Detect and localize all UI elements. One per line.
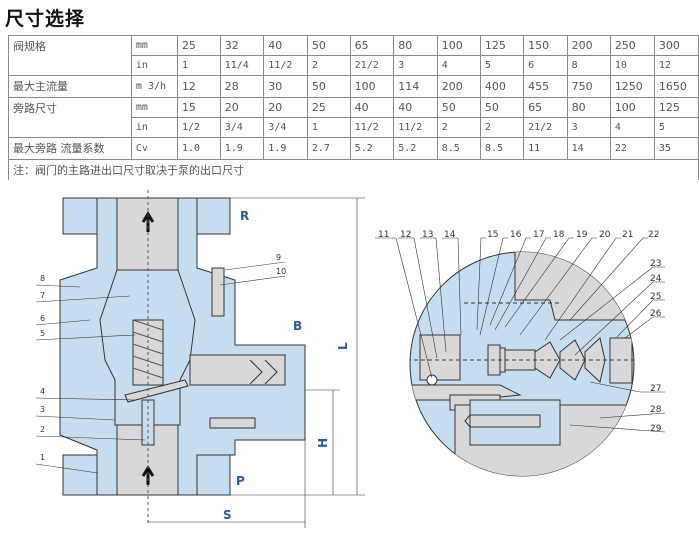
value-cell: 40: [349, 97, 395, 118]
part-number-label: 23: [650, 259, 661, 269]
part-number-label: 5: [40, 329, 45, 338]
part-number-label: 2: [40, 425, 45, 434]
part-number-label: 11: [378, 230, 389, 240]
value-cell: 400: [479, 75, 525, 98]
part-number-label: 25: [650, 292, 661, 302]
table-note: 注：阀门的主路进出口尺寸取决于泵的出口尺寸: [8, 159, 699, 180]
part-number-label: 12: [400, 230, 411, 240]
part-number-label: 13: [422, 230, 433, 240]
unit-cell: Cv: [130, 137, 178, 160]
part-number-label: 10: [276, 267, 286, 276]
part-number-label: 24: [650, 274, 662, 284]
part-number-label: 6: [40, 314, 45, 323]
value-cell: 2.7: [306, 137, 351, 160]
value-cell: 20: [263, 97, 308, 118]
part-number-label: 3: [40, 405, 45, 414]
bypass-detail-drawing: [375, 237, 666, 477]
value-cell: 1.0: [176, 137, 221, 160]
part-number-label: 8: [40, 274, 45, 283]
part-number-label: 9: [276, 253, 281, 262]
row-label: 最大旁路 流量系数: [8, 137, 132, 160]
dim-h-label: H: [316, 438, 330, 448]
part-number-label: 20: [599, 230, 611, 240]
part-labels-right: 11 12 13 14 15 16 17 18 19 20 21 22 23 24 25 26 27 28 29: [378, 230, 662, 434]
part-number-label: 7: [40, 291, 45, 300]
part-number-label: 4: [40, 387, 45, 396]
part-number-label: 27: [650, 384, 661, 394]
part-number-label: 26: [650, 309, 662, 319]
port-labels: R B P L H S: [223, 209, 350, 522]
value-cell: 100: [436, 35, 481, 56]
port-r-label: R: [240, 209, 249, 223]
part-number-label: 15: [487, 230, 498, 240]
value-cell: 50: [436, 97, 481, 118]
value-cell: 12: [653, 55, 699, 76]
value-cell: 80: [393, 35, 438, 56]
part-number-label: 22: [648, 230, 659, 240]
part-number-label: 29: [650, 424, 662, 434]
value-cell: 750: [566, 75, 611, 98]
row-label: 最大主流量: [8, 75, 132, 98]
port-b-label: B: [293, 319, 302, 333]
value-cell: 50: [479, 97, 525, 118]
valve-section-drawing: [35, 190, 365, 528]
page-title: 尺寸选择: [5, 8, 86, 30]
part-number-label: 28: [650, 405, 662, 415]
value-cell: 14: [566, 137, 611, 160]
value-cell: 1250: [609, 75, 655, 98]
value-cell: 35: [653, 137, 699, 160]
value-cell: 8.5: [479, 137, 525, 160]
part-number-label: 21: [622, 230, 633, 240]
part-labels-left: 1 2 3 4 5 6 7 8 9 10: [40, 253, 286, 462]
part-number-label: 14: [444, 230, 456, 240]
part-number-label: 18: [553, 230, 565, 240]
dim-l-label: L: [336, 342, 350, 350]
part-number-label: 1: [40, 453, 45, 462]
value-cell: 80: [566, 97, 611, 118]
part-number-label: 16: [510, 230, 522, 240]
row-label: 阀规格: [8, 35, 132, 76]
part-number-label: 19: [576, 230, 588, 240]
value-cell: 20: [219, 97, 265, 118]
part-number-label: 17: [533, 230, 544, 240]
value-cell: 50: [306, 35, 351, 56]
port-p-label: P: [236, 474, 245, 488]
dim-s-label: S: [223, 508, 232, 522]
